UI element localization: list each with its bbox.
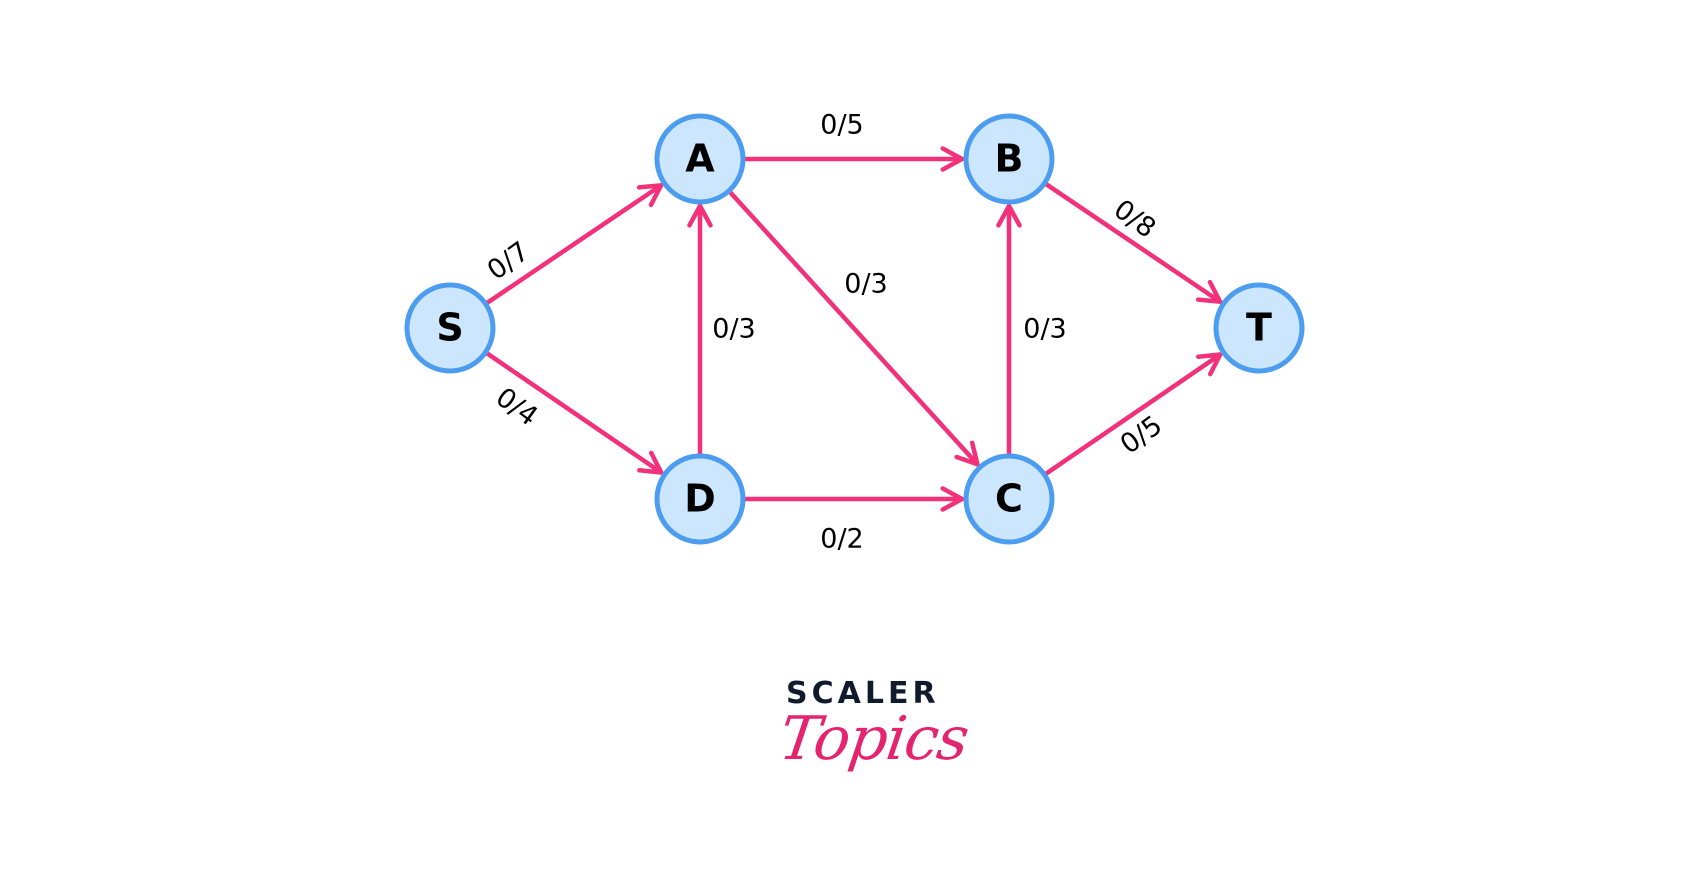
- node-d: D: [654, 453, 746, 545]
- edge-capacity-label: 0/7: [482, 236, 535, 287]
- edge-s-d: 0/4: [484, 351, 664, 475]
- node-label: S: [436, 306, 463, 350]
- scaler-topics-logo: SCALER Topics: [775, 676, 972, 806]
- node-s: S: [404, 282, 496, 374]
- edge-b-t: 0/8: [1044, 181, 1223, 304]
- node-label: T: [1246, 306, 1272, 350]
- edge-line: [1044, 181, 1223, 304]
- edge-capacity-label: 0/5: [820, 110, 863, 141]
- node-label: B: [995, 137, 1024, 181]
- arrowhead-icon: [996, 203, 1022, 228]
- arrowhead-icon: [1196, 352, 1223, 377]
- node-circle: [963, 113, 1055, 205]
- node-t: T: [1213, 282, 1305, 374]
- edge-a-b: 0/5: [742, 110, 965, 172]
- edge-capacity-label: 0/8: [1108, 194, 1161, 245]
- edge-capacity-label: 0/2: [820, 524, 863, 555]
- edge-capacity-label: 0/3: [712, 314, 755, 345]
- edge-capacity-label: 0/3: [844, 269, 887, 300]
- node-label: D: [684, 477, 716, 521]
- edge-capacity-label: 0/3: [1023, 314, 1066, 345]
- arrowhead-icon: [940, 146, 965, 172]
- arrowhead-icon: [637, 450, 664, 475]
- node-label: C: [995, 477, 1023, 521]
- node-b: B: [963, 113, 1055, 205]
- arrowhead-icon: [1195, 279, 1223, 304]
- arrowhead-icon: [687, 203, 713, 228]
- node-label: A: [685, 137, 715, 181]
- node-circle: [1213, 282, 1305, 374]
- node-circle: [654, 113, 746, 205]
- edge-capacity-label: 0/4: [490, 382, 543, 433]
- edge-c-b: 0/3: [996, 203, 1067, 457]
- edge-c-t: 0/5: [1043, 352, 1223, 476]
- arrowhead-icon: [940, 486, 965, 512]
- edge-capacity-label: 0/5: [1115, 410, 1168, 461]
- edge-line: [1043, 352, 1223, 476]
- node-circle: [654, 453, 746, 545]
- arrowhead-icon: [954, 440, 980, 467]
- logo-topics-text: Topics: [775, 704, 973, 774]
- edge-d-c: 0/2: [742, 486, 965, 555]
- node-circle: [404, 282, 496, 374]
- edge-line: [485, 183, 664, 306]
- node-c: C: [963, 453, 1055, 545]
- edge-a-c: 0/3: [728, 190, 980, 467]
- node-a: A: [654, 113, 746, 205]
- edge-line: [728, 190, 980, 467]
- arrowhead-icon: [636, 183, 664, 208]
- logo-scaler-text: SCALER: [786, 676, 940, 711]
- edge-s-a: 0/7: [482, 183, 664, 306]
- edge-d-a: 0/3: [687, 203, 756, 457]
- node-circle: [963, 453, 1055, 545]
- edge-line: [484, 351, 664, 475]
